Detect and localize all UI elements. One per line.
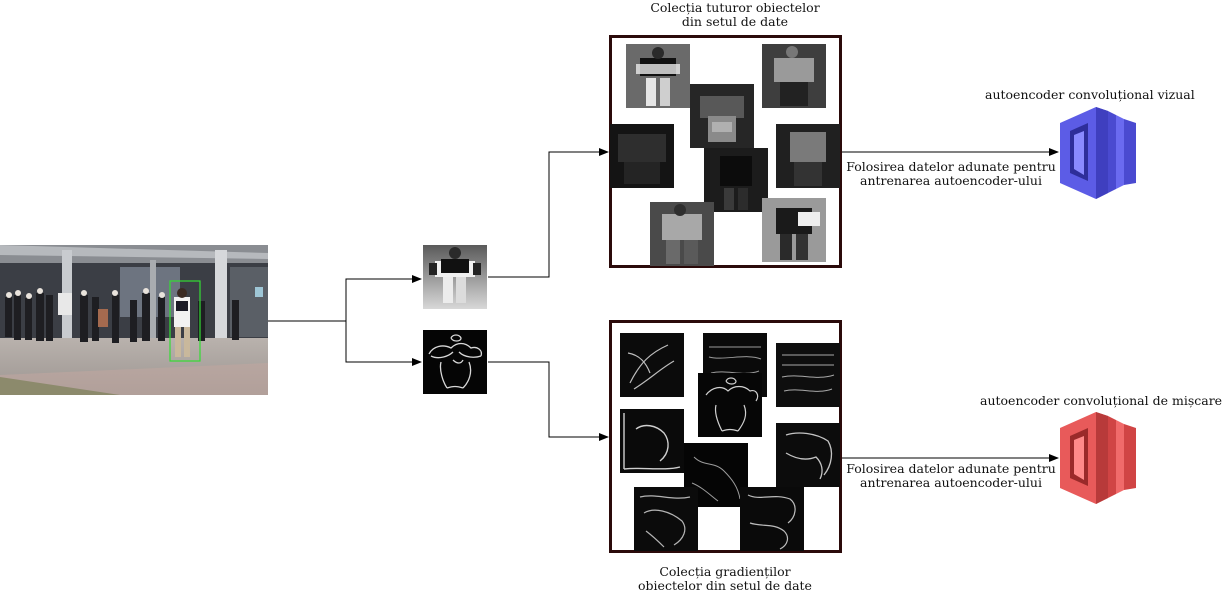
objects-collection-title: Colecția tuturor obiectelor din setul de…	[625, 1, 845, 29]
gradients-collection-title: Colecția gradienților obiectelor din set…	[625, 565, 825, 593]
object-sample-tile	[650, 202, 714, 266]
gradient-sample-tile	[776, 343, 840, 407]
object-sample-tile	[610, 124, 674, 188]
visual-ae-label: autoencoder convoluțional vizual	[985, 87, 1195, 102]
gradient-sample-tile	[740, 487, 804, 551]
object-sample-tile	[690, 84, 754, 148]
autoencoder-block-icon	[1060, 410, 1140, 505]
gradient-sample-tile	[634, 487, 698, 551]
object-sample-tile	[762, 198, 826, 262]
object-sample-tile	[762, 44, 826, 108]
train-visual-ae-caption-line2: antrenarea autoencoder-ului	[860, 173, 1042, 188]
objects-collection-title-line2: din setul de date	[681, 14, 789, 29]
train-motion-ae-caption-line2: antrenarea autoencoder-ului	[860, 475, 1042, 490]
gradient-sample-tile	[776, 423, 840, 487]
train-motion-ae-caption: Folosirea datelor adunate pentru antrena…	[842, 462, 1060, 490]
crop-to-objects-arrow	[488, 148, 609, 278]
train-visual-ae-caption-line1: Folosirea datelor adunate pentru	[846, 159, 1056, 174]
object-sample-tile	[704, 148, 768, 212]
scene-frame-image	[0, 245, 268, 395]
gradients-collection-panel	[609, 320, 842, 553]
object-sample-tile	[776, 124, 840, 188]
gradients-collection-title-line1: Colecția gradienților	[659, 564, 791, 579]
autoencoder-block-icon	[1060, 105, 1140, 200]
gradient-to-collection-arrow	[488, 361, 609, 441]
gradient-object-image	[423, 330, 487, 394]
train-motion-ae-caption-line1: Folosirea datelor adunate pentru	[846, 461, 1056, 476]
train-visual-ae-caption: Folosirea datelor adunate pentru antrena…	[842, 160, 1060, 188]
cropped-object-image	[423, 245, 487, 309]
gradient-sample-tile	[620, 333, 684, 397]
gradient-sample-tile	[698, 373, 762, 437]
objects-collection-panel	[609, 35, 842, 268]
objects-collection-title-line1: Colecția tuturor obiectelor	[650, 0, 820, 15]
scene-split-connector	[268, 275, 422, 322]
motion-ae-label: autoencoder convoluțional de mișcare	[980, 393, 1223, 408]
gradient-sample-tile	[620, 409, 684, 473]
scene-split-connector-lower	[345, 321, 422, 366]
object-sample-tile	[626, 44, 690, 108]
gradients-collection-title-line2: obiectelor din setul de date	[638, 578, 812, 593]
